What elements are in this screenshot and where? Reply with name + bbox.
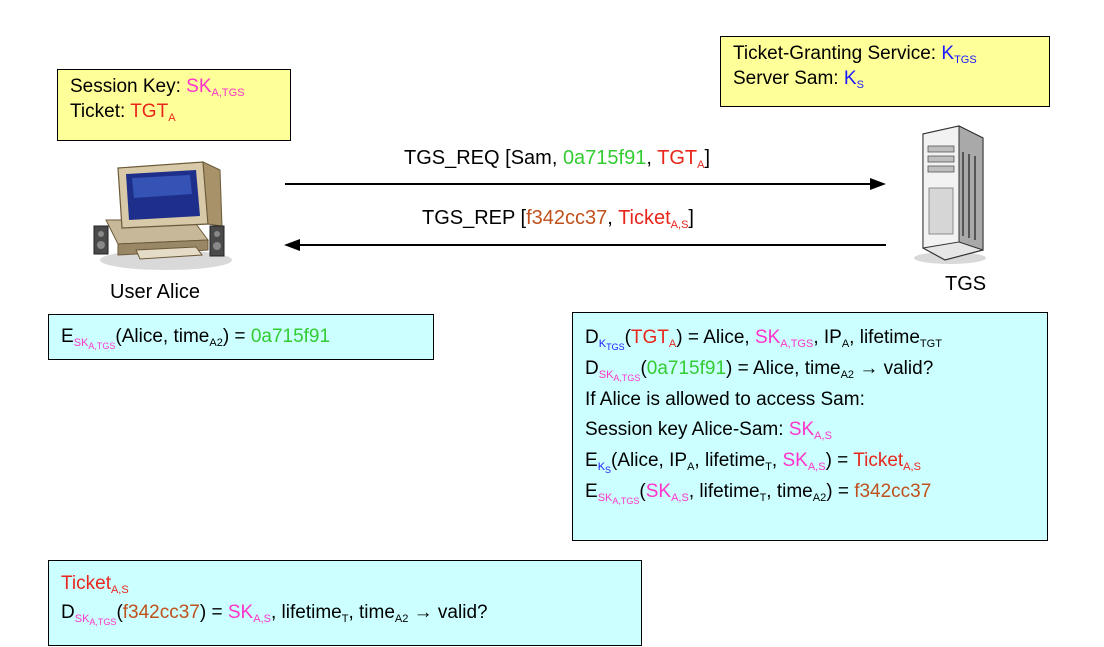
alice-ticket-line: Ticket: TGTA	[70, 100, 176, 124]
session-key-sk: SKA,TGS	[186, 76, 245, 99]
tgs-decrypt-auth-line: DSKA,TGS(0a715f91) = Alice, timeA2 → val…	[585, 357, 934, 383]
request-arrowhead	[870, 178, 886, 190]
alice-label: User Alice	[110, 281, 201, 303]
alice-ticket-line: TicketA,S	[61, 573, 129, 596]
tgs-session-key-line: Session key Alice-Sam: SKA,S	[585, 419, 832, 443]
tgs-req-message: TGS_REQ [Sam, 0a715f91, TGTA]	[404, 147, 711, 171]
tgs-label: TGS	[945, 273, 987, 295]
tgs-ticket-line: EKS(Alice, IPA, lifetimeT, SKA,S) = Tick…	[585, 450, 921, 476]
alice-decrypt-line: DSKA,TGS(f342cc37) = SKA,S, lifetimeT, t…	[61, 602, 488, 628]
alice-verify-box: TicketA,S DSKA,TGS(f342cc37) = SKA,S, li…	[48, 560, 642, 646]
tgs-key-k: KTGS	[941, 43, 977, 66]
rep-encrypted: f342cc37	[526, 207, 608, 229]
reply-arrowhead	[284, 239, 300, 251]
rep-ticket: TicketA,S	[618, 207, 689, 231]
tgs-reply-encrypt-line: ESKA,TGS(SKA,S, lifetimeT, timeA2) = f34…	[585, 480, 932, 506]
req-tgt: TGTA	[657, 147, 705, 171]
tgs-decrypt-tgt-line: DKTGS(TGTA) = Alice, SKA,TGS, IPA, lifet…	[585, 327, 942, 352]
tgs-rep-message: TGS_REP [f342cc37, TicketA,S]	[422, 207, 694, 231]
alice-encrypt-line: ESKA,TGS(Alice, timeA2) = 0a715f91	[61, 326, 331, 351]
server-key-line: Server Sam: KS	[733, 67, 864, 91]
alice-compute-box: ESKA,TGS(Alice, timeA2) = 0a715f91	[48, 314, 434, 360]
server-tower-icon	[914, 125, 986, 264]
tgs-compute-box: DKTGS(TGTA) = Alice, SKA,TGS, IPA, lifet…	[572, 312, 1048, 541]
tgs-access-check-line: If Alice is allowed to access Sam:	[585, 388, 865, 410]
alice-session-key-line: Session Key: SKA,TGS	[70, 76, 245, 99]
server-key-k: KS	[843, 67, 864, 91]
tgs-keys-box: Ticket-Granting Service: KTGS Server Sam…	[720, 36, 1050, 107]
ticket-tgt: TGTA	[130, 100, 176, 124]
tgs-key-line: Ticket-Granting Service: KTGS	[733, 43, 977, 66]
alice-keys-box: Session Key: SKA,TGS Ticket: TGTA	[57, 69, 291, 141]
req-authenticator: 0a715f91	[562, 147, 647, 169]
desktop-computer-icon	[93, 161, 232, 270]
